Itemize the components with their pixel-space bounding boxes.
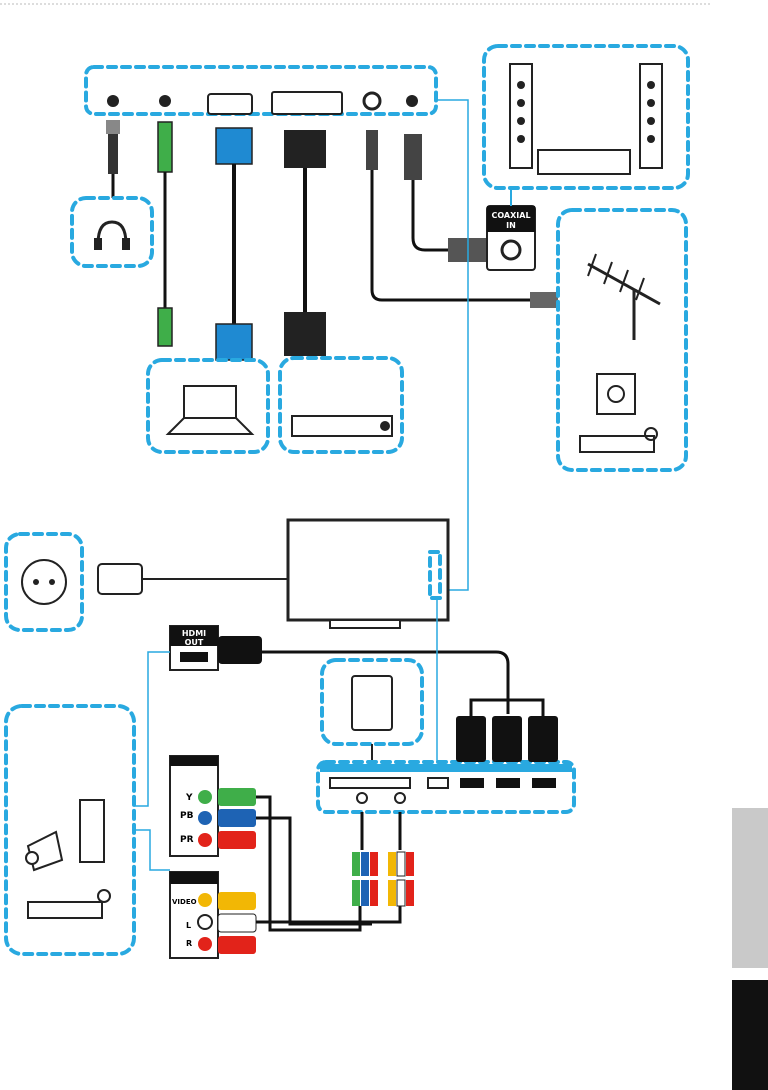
antenna-icon xyxy=(558,210,686,470)
vga-cable xyxy=(216,128,252,360)
composite-r-label: R xyxy=(186,939,192,948)
composite-l-label: L xyxy=(186,921,191,930)
home-theater-icon xyxy=(484,46,688,188)
power-socket-icon xyxy=(6,534,82,630)
plug-blue xyxy=(218,809,256,827)
tv-back-icon xyxy=(288,520,448,628)
plug-green xyxy=(218,788,256,806)
side-tab-black xyxy=(732,980,768,1090)
coaxial-in-badge: COAXIAL IN xyxy=(487,206,535,270)
component-box: Y PB PR xyxy=(170,756,218,856)
plug-red-2 xyxy=(218,936,256,954)
tv-side-panel xyxy=(86,67,436,114)
dvd-player-icon xyxy=(280,358,402,452)
composite-video-label: VIDEO xyxy=(172,898,197,906)
laptop-icon xyxy=(148,360,268,452)
hdmi-out-label-2: OUT xyxy=(185,638,204,647)
side-tab-grey xyxy=(732,808,768,968)
audio-cable-green xyxy=(158,122,172,346)
power-plug-icon xyxy=(98,564,288,594)
cam-card-icon xyxy=(322,660,422,744)
bottom-side-panel xyxy=(318,762,574,812)
set-top-box-icon xyxy=(28,890,110,918)
scart-cable xyxy=(284,130,326,356)
headphone-cable xyxy=(106,120,120,198)
coaxial-label-2: IN xyxy=(506,221,516,230)
component-y-label: Y xyxy=(185,793,193,803)
headphones-icon xyxy=(72,198,152,266)
plug-yellow xyxy=(218,892,256,910)
coaxial-audio-cable xyxy=(404,134,488,262)
satellite-box-icon xyxy=(580,428,657,452)
component-pb-label: PB xyxy=(180,811,194,821)
hdmi-out-label-1: HDMI xyxy=(182,629,206,638)
hdmi-plug xyxy=(218,636,262,664)
composite-box: VIDEO L R xyxy=(170,872,218,958)
component-pr-label: PR xyxy=(180,835,194,845)
hdmi-out-box: HDMI OUT xyxy=(170,626,218,670)
av-adapter-cables xyxy=(352,812,414,906)
plug-red xyxy=(218,831,256,849)
wall-socket-icon xyxy=(597,374,635,414)
plug-white xyxy=(218,914,256,932)
coaxial-label-1: COAXIAL xyxy=(491,211,530,220)
camcorder-icon xyxy=(26,832,62,870)
